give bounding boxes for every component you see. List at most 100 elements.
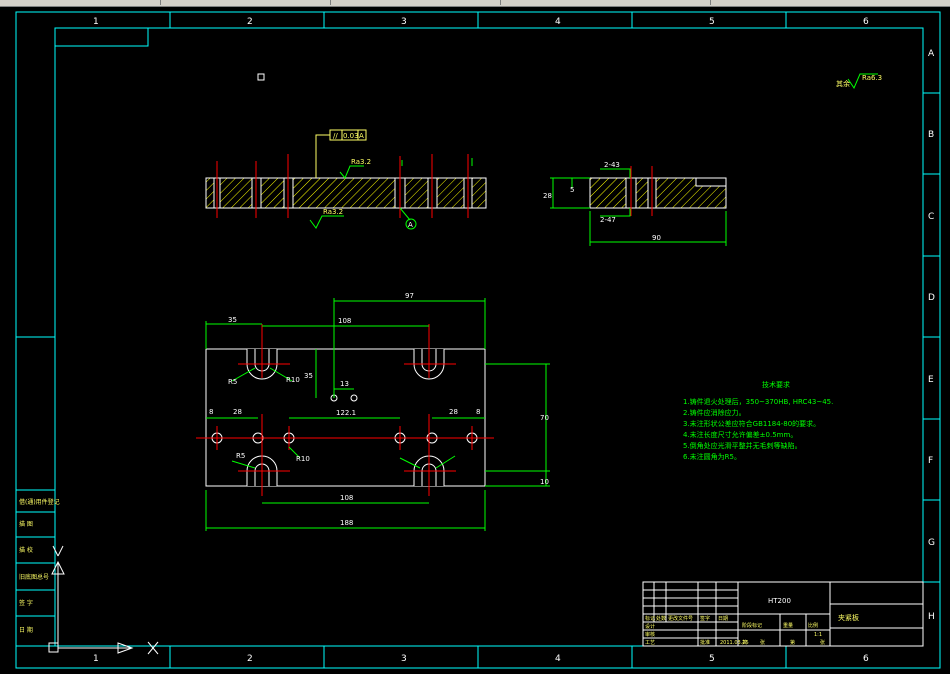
title-block-label: 比例: [808, 622, 818, 629]
toolbar-segment[interactable]: [330, 0, 501, 5]
selection-grip[interactable]: [257, 73, 265, 81]
drawing-date: 2011.03.25: [720, 640, 749, 646]
roughness-value: Ra6.3: [862, 74, 882, 82]
zone-column-label: 3: [401, 17, 407, 27]
tech-note-item: 3.未注形状公差应符合GB1184-80的要求。: [683, 419, 820, 428]
side-section-view: [550, 166, 727, 246]
left-stamp-label: 签 字: [19, 599, 33, 607]
zone-column-label: 6: [863, 17, 869, 27]
plan-dimension: 108: [340, 494, 353, 502]
plan-dimension: 13: [340, 380, 349, 388]
tech-note-item: 1.铸件退火处理后，350~370HB, HRC43~45.: [683, 397, 833, 406]
title-block-labels: 标记处数更改文件号签字 日期设计审核工艺 批准 阶段标记 重量 比例共 张 第 张: [645, 615, 825, 646]
plan-dimension: R10: [286, 376, 300, 384]
left-stamp-strip: [15, 489, 56, 647]
tolerance-value: 0.03: [343, 132, 359, 140]
left-stamp-label: 描 图: [19, 520, 33, 528]
zone-column-label: 2: [247, 654, 253, 664]
toolbar-segment[interactable]: [710, 0, 950, 5]
drawing-frame: [15, 11, 941, 669]
left-stamp-label: 旧底图总号: [19, 573, 49, 581]
left-stamp-label: 描 校: [19, 546, 33, 554]
title-block-label: 阶段标记: [742, 622, 762, 629]
zone-row-label: C: [928, 212, 934, 222]
title-block: [642, 581, 924, 647]
title-block-label: 共: [742, 639, 747, 646]
roughness-top: Ra3.2: [351, 158, 371, 166]
toolbar-segment[interactable]: [0, 0, 161, 5]
zone-column-label: 1: [93, 654, 99, 664]
tolerance-symbol: //: [333, 132, 338, 140]
roughness-prefix: 其余: [836, 79, 850, 88]
zone-column-label: 4: [555, 17, 561, 27]
side-dimension: 90: [652, 234, 661, 242]
toolbar-segment[interactable]: [160, 0, 331, 5]
side-dimension: 5: [570, 186, 574, 194]
tolerance-datum: A: [359, 132, 364, 140]
plan-dimension: 10: [540, 478, 549, 486]
side-dimension: 2-43: [604, 161, 620, 169]
zone-column-labels-bottom: 1 2 3 4 5 6: [93, 654, 869, 664]
plan-dimension: 35: [228, 316, 237, 324]
plan-dimension: 188: [340, 519, 353, 527]
zone-row-label: A: [928, 49, 935, 59]
plan-dimension: 122.1: [336, 409, 356, 417]
material-label: HT200: [768, 597, 791, 605]
title-block-label: 日期: [718, 616, 728, 622]
zone-row-label: B: [928, 130, 934, 140]
zone-column-label: 5: [709, 17, 715, 27]
title-block-label: 批准: [700, 639, 710, 646]
title-block-label: 更改文件号: [668, 615, 693, 622]
ucs-icon: [48, 545, 159, 655]
zone-column-label: 1: [93, 17, 99, 27]
title-block-label: 处数: [656, 615, 666, 622]
plan-dimension: 8: [209, 408, 213, 416]
title-block-label: 设计: [645, 623, 655, 630]
title-block-label: 第: [790, 639, 795, 646]
title-block-label: 工艺: [645, 640, 655, 646]
title-block-label: 标记: [645, 615, 655, 622]
plan-dimension: 28: [233, 408, 242, 416]
zone-column-label: 5: [709, 654, 715, 664]
left-stamp-label: 借(通)用件登记: [19, 498, 60, 506]
corner-roughness: 其余 Ra6.3: [836, 73, 882, 90]
tech-notes-list: 1.铸件退火处理后，350~370HB, HRC43~45. 2.铸件应消除应力。…: [683, 397, 833, 461]
plan-dimension: 70: [540, 414, 549, 422]
tech-note-item: 4.未注长度尺寸允许偏差±0.5mm。: [683, 430, 797, 439]
title-block-label: 重量: [783, 622, 793, 629]
zone-column-label: 6: [863, 654, 869, 664]
title-block-label: 审核: [645, 631, 655, 638]
tech-note-item: 5.倒角处应光滑平整并无毛刺等缺陷。: [683, 441, 802, 450]
zone-column-labels-top: 1 2 3 4 5 6: [93, 17, 869, 27]
part-name: 夹紧板: [838, 613, 859, 622]
left-stamp-label: 日 期: [19, 626, 33, 634]
plan-dimension: R5: [228, 378, 237, 386]
title-block-label: 张: [820, 639, 825, 646]
zone-row-label: F: [928, 456, 933, 466]
tech-note-item: 2.铸件应消除应力。: [683, 408, 746, 417]
technical-requirements: 技术要求 1.铸件退火处理后，350~370HB, HRC43~45.2.铸件应…: [683, 380, 833, 461]
plan-dimension: 108: [338, 317, 351, 325]
front-section-view: // 0.03 A Ra3.2 Ra3.2 A: [205, 129, 487, 230]
drawing-scale: 1:1: [814, 632, 822, 638]
window-top-strip: [0, 0, 950, 7]
zone-column-label: 2: [247, 17, 253, 27]
side-dimension: 28: [543, 192, 552, 200]
plan-dimension: 97: [405, 292, 414, 300]
datum-label: A: [408, 221, 413, 229]
zone-row-label: D: [928, 293, 935, 303]
title-block-label: 签字: [700, 615, 710, 622]
plan-dimension: 8: [476, 408, 480, 416]
plan-dimension: 28: [449, 408, 458, 416]
toolbar-segment[interactable]: [500, 0, 711, 5]
plan-dimension: R5: [236, 452, 245, 460]
zone-column-label: 3: [401, 654, 407, 664]
zone-column-label: 4: [555, 654, 561, 664]
title-block-label: 张: [760, 639, 765, 646]
